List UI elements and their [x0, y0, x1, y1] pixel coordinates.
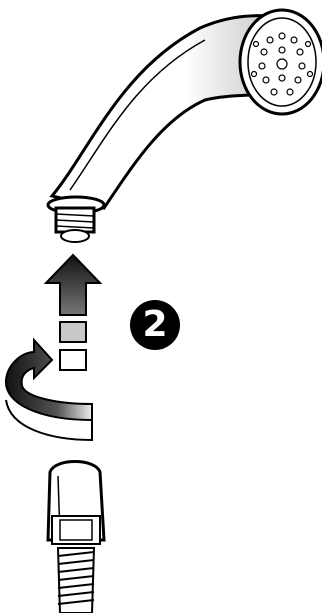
up-arrow-icon: [46, 255, 100, 370]
shower-handset-icon: [48, 10, 322, 242]
step-number-badge: 2: [130, 300, 180, 350]
hose-nut-icon: [48, 462, 104, 613]
